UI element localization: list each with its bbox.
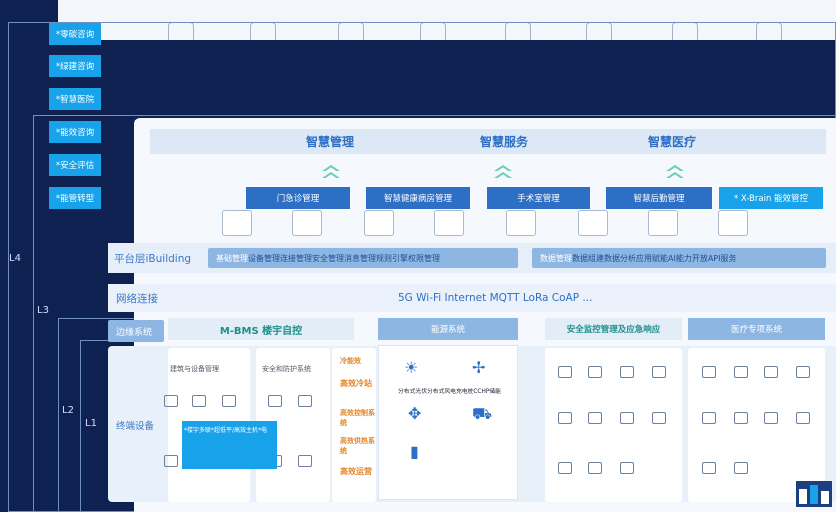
level-label-l3: L3 (37, 305, 49, 316)
search-icon (702, 462, 716, 474)
surgeon-icon (364, 210, 394, 236)
menu-zero-carbon-button[interactable]: *零碳咨询 (49, 23, 101, 45)
data-management-pill: 数据管理数据组建数据分析应用赋能AI能力开放API服务 (532, 248, 826, 268)
platform-label: 平台层iBuilding (114, 253, 192, 265)
bell-icon (558, 412, 572, 424)
scanner-icon (578, 210, 608, 236)
gate-icon (588, 462, 602, 474)
security-devices-panel (545, 348, 682, 502)
parking-icon (652, 412, 666, 424)
terminal-icon (702, 412, 716, 424)
top-background (58, 0, 836, 40)
energy-tag: 冷能效 (340, 357, 361, 365)
screen-icon (558, 462, 572, 474)
energy-item-4: 高效运营 (340, 467, 372, 476)
sensor-icon (734, 412, 748, 424)
media-icon (734, 366, 748, 378)
display-icon (796, 366, 810, 378)
nurse-call-icon (702, 366, 716, 378)
basic-management-pill: 基础管理设备管理连接管理安全管理消息管理规则引擎权限管理 (208, 248, 518, 268)
worker-icon (718, 210, 748, 236)
outpatient-management-button[interactable]: 门急诊管理 (246, 187, 350, 209)
energy-efficiency-panel (332, 348, 376, 502)
col1-heading: 建筑与设备管理 (170, 365, 219, 373)
medical-devices-panel (688, 348, 825, 502)
level-label-l1: L1 (85, 418, 97, 429)
device-icon (222, 395, 236, 407)
energy-system-button[interactable]: 能源系统 (378, 318, 518, 340)
cabinet-icon (764, 412, 778, 424)
level-label-l4: L4 (9, 253, 21, 264)
battery-icon: ▮ (410, 442, 419, 461)
phone-icon (620, 412, 634, 424)
monitor-icon (734, 462, 748, 474)
medical-system-button[interactable]: 医疗专项系统 (688, 318, 825, 340)
header-bar (150, 129, 826, 154)
cabinet-icon (222, 210, 252, 236)
speaker-icon (558, 366, 572, 378)
wind-turbine-icon: ✢ (472, 358, 486, 377)
dark-band (58, 40, 836, 120)
smart-ward-button[interactable]: 智慧健康病房管理 (366, 187, 470, 209)
menu-green-building-button[interactable]: *绿建咨询 (49, 55, 101, 77)
title-smart-management: 智慧管理 (306, 135, 355, 149)
device-icon (192, 395, 206, 407)
logistics-management-button[interactable]: 智慧后勤管理 (606, 187, 712, 209)
hvac-promo-box[interactable]: *楼宇多联*超低平/高效主机*电 (182, 421, 277, 469)
cross-icon (434, 210, 464, 236)
edge-label: 边缘系统 (116, 328, 153, 338)
energy-item-2: 高效控制系统 (340, 409, 375, 427)
search-icon (652, 366, 666, 378)
network-label: 网络连接 (116, 293, 158, 305)
title-smart-service: 智慧服务 (480, 135, 529, 149)
title-smart-medical: 智慧医疗 (648, 135, 697, 149)
energy-item-3: 高效供热系统 (340, 437, 375, 455)
company-logo (796, 481, 832, 507)
camera-icon (588, 412, 602, 424)
col2-heading: 安全和防护系统 (262, 365, 311, 373)
truck-icon (298, 455, 312, 467)
network-protocols: 5G Wi-Fi Internet MQTT LoRa CoAP ... (398, 292, 593, 304)
edge-label-box (108, 320, 164, 342)
mbms-title: M-BMS 楼宇自控 (168, 318, 354, 340)
monitor-icon (648, 210, 678, 236)
lightning-icon (164, 455, 178, 467)
menu-smart-hospital-button[interactable]: *智慧医院 (49, 88, 101, 110)
ev-charging-icon: ⛟ (472, 404, 493, 423)
data-management-text: 数据组建数据分析应用赋能AI能力开放API服务 (572, 253, 737, 263)
xbrain-energy-button[interactable]: * X-Brain 能效管控 (719, 187, 823, 209)
bed-icon (764, 366, 778, 378)
doctor-icon (292, 210, 322, 236)
barrier-icon (620, 462, 634, 474)
distribution-icon: ✥ (408, 404, 422, 423)
data-management-title: 数据管理 (540, 253, 572, 263)
energy-item-1: 高效冷站 (340, 379, 372, 388)
alarm-icon (268, 395, 282, 407)
bed-icon (506, 210, 536, 236)
chevron-up-icon (322, 165, 340, 173)
cart-icon (796, 412, 810, 424)
chevron-up-icon (494, 165, 512, 173)
basic-management-title: 基础管理 (216, 253, 248, 263)
menu-energy-transform-button[interactable]: *能管转型 (49, 187, 101, 209)
network-row (108, 284, 836, 312)
energy-system-panel (378, 345, 518, 500)
solar-panel-icon: ☀ (404, 358, 419, 377)
menu-energy-efficiency-button[interactable]: *能效咨询 (49, 121, 101, 143)
monitor-icon (588, 366, 602, 378)
sensor-icon (298, 395, 312, 407)
security-monitor-title: 安全监控管理及应急响应 (545, 318, 682, 340)
terminal-label: 终端设备 (116, 421, 155, 432)
device-icon (164, 395, 178, 407)
energy-caption: 分布式光伏分布式风电充电桩CCHP储能 (398, 389, 501, 395)
chevron-up-icon (666, 165, 684, 173)
menu-safety-assessment-button[interactable]: *安全评估 (49, 154, 101, 176)
light-icon (620, 366, 634, 378)
basic-management-text: 设备管理连接管理安全管理消息管理规则引擎权限管理 (248, 253, 440, 263)
operating-room-button[interactable]: 手术室管理 (487, 187, 590, 209)
level-label-l2: L2 (62, 405, 74, 416)
